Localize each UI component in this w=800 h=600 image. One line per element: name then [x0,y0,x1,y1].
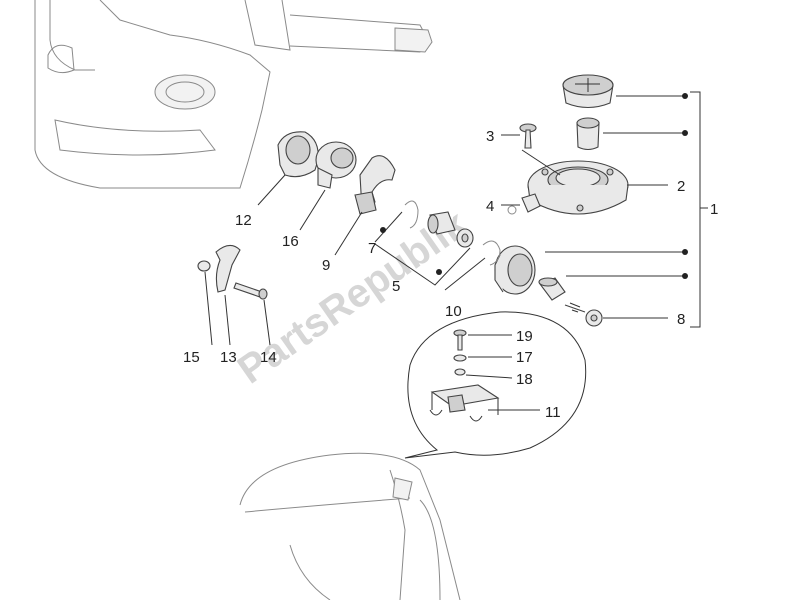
callout-3: 3 [486,128,494,145]
part-8-key [564,302,603,327]
callout-10: 10 [445,303,462,320]
callout-1: 1 [710,201,718,218]
part-11-latch [429,384,500,422]
part-18-washer [454,368,466,376]
part-12-ring [277,131,319,178]
part-5-bushing [427,211,456,235]
part-9-bracket [354,155,396,215]
callout-18: 18 [516,371,533,388]
callout-17: 17 [516,349,533,366]
callout-15: 15 [183,349,200,366]
part-19-bolt [453,329,467,351]
part-2-cap-flange [527,160,629,215]
callout-12: 12 [235,212,252,229]
callout-19: 19 [516,328,533,345]
callout-labels: 1 2 3 4 5 7 8 9 10 11 12 13 14 15 16 17 … [183,128,718,421]
cap-sleeve [576,117,600,151]
scooter-rear-ghost [239,452,461,600]
callout-4: 4 [486,198,494,215]
leader-lines [204,91,708,411]
callout-9: 9 [322,257,330,274]
callout-11: 11 [545,404,561,421]
scooter-front-ghost [34,0,433,189]
part-washer [456,228,474,248]
callout-5: 5 [392,278,400,295]
lock-body [494,245,536,295]
part-15-nut [197,260,211,272]
part-16-ignition [315,141,357,189]
part-13-clamp [215,244,241,293]
callout-13: 13 [220,349,237,366]
part-17-washer [453,354,467,362]
callout-2: 2 [677,178,685,195]
part-14-screw [233,282,268,300]
part-4-clip [507,193,541,215]
callout-8: 8 [677,311,685,328]
callout-14: 14 [260,349,277,366]
detail-bubble [404,311,587,459]
callout-16: 16 [282,233,299,250]
dot-markers [380,93,688,279]
fuel-cap [562,74,614,109]
part-3-screw [519,123,537,149]
callout-7: 7 [368,240,376,257]
part-10-sleeve [482,240,501,266]
part-7-sleeve [404,200,419,229]
key-barrel [538,277,566,301]
